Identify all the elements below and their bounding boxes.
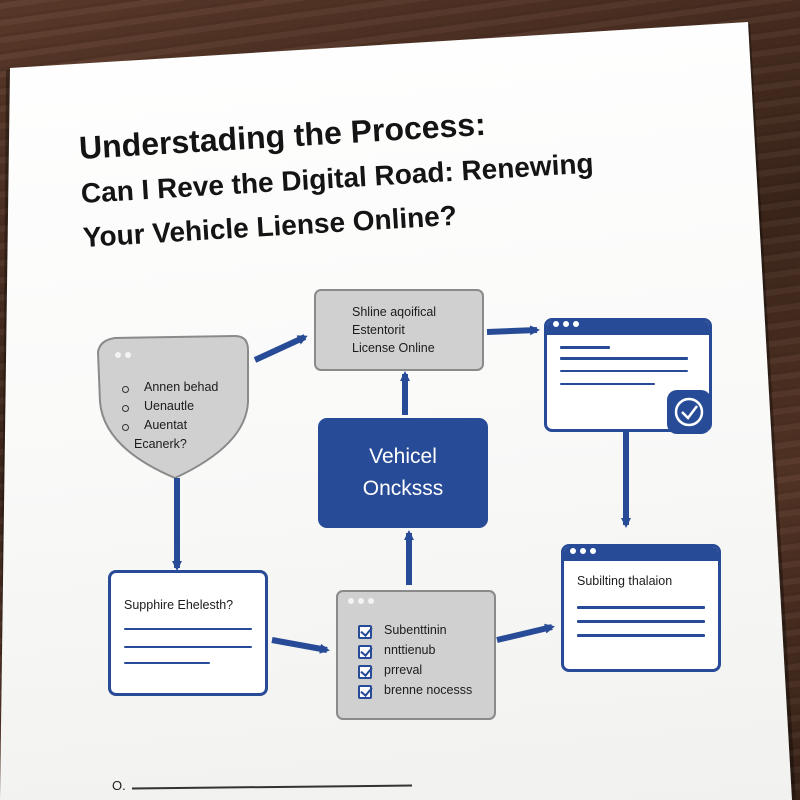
shield-item-1: Annen behad — [144, 380, 219, 394]
bottom-right-line-2 — [577, 620, 705, 623]
shield-bullet-2 — [122, 405, 129, 412]
bottom-left-label: Supphire Ehelesth? — [124, 598, 234, 612]
bottom-right-title-bar — [564, 547, 718, 561]
top-node-line-1: Shline aqoifical — [352, 305, 437, 319]
shield-item-2: Uenautle — [144, 399, 195, 413]
arrow-top-to-window — [486, 325, 540, 336]
window-title-bar — [547, 321, 709, 335]
arrow-shield-to-top — [253, 334, 308, 363]
bottom-left-line-1 — [124, 628, 252, 630]
bottom-mid-item-4: brenne nocesss — [384, 683, 473, 697]
shield-node-shape — [96, 334, 249, 480]
bottom-right-line-1 — [577, 606, 705, 609]
shield-bullet-3 — [122, 424, 129, 431]
window-line-3 — [560, 370, 688, 372]
arrow-bottom-mid-to-right — [496, 623, 555, 643]
bottom-mid-dots — [348, 598, 374, 604]
check-icon-2 — [358, 645, 372, 659]
bottom-left-line-2 — [124, 646, 252, 648]
window-line-2 — [560, 357, 688, 360]
bottom-mid-item-3: prreval — [384, 663, 423, 677]
bottom-right-line-3 — [577, 634, 705, 637]
window-dots — [553, 321, 579, 327]
center-node-line-2: Oncksss — [362, 477, 444, 500]
bottom-mid-item-2: nnttienub — [384, 643, 436, 657]
window-line-4 — [560, 383, 655, 385]
check-icon-1 — [358, 625, 372, 639]
bottom-right-dots — [570, 548, 596, 554]
top-node-line-2: Estentorit — [352, 323, 405, 337]
arrow-bottom-left-to-mid — [271, 637, 330, 654]
center-node: Vehicel Oncksss — [318, 418, 488, 528]
top-right-window-node — [544, 318, 712, 432]
shield-bullet-1 — [122, 386, 129, 393]
center-node-line-1: Vehicel — [369, 445, 437, 468]
check-icon-4 — [358, 685, 372, 699]
shield-item-3: Auentat — [144, 418, 188, 432]
footer-label: O. — [112, 778, 126, 793]
top-gray-node — [314, 289, 484, 371]
check-icon-3 — [358, 665, 372, 679]
bottom-right-label: Subilting thalaion — [577, 574, 673, 588]
window-line-1 — [560, 346, 610, 349]
shield-extra: Ecanerk? — [134, 437, 187, 451]
bottom-left-line-3 — [124, 662, 210, 664]
bottom-mid-item-1: Subenttinin — [384, 623, 447, 637]
bottom-left-node — [108, 570, 268, 696]
shield-window-dots — [115, 352, 131, 358]
top-node-line-3: License Online — [352, 341, 435, 355]
